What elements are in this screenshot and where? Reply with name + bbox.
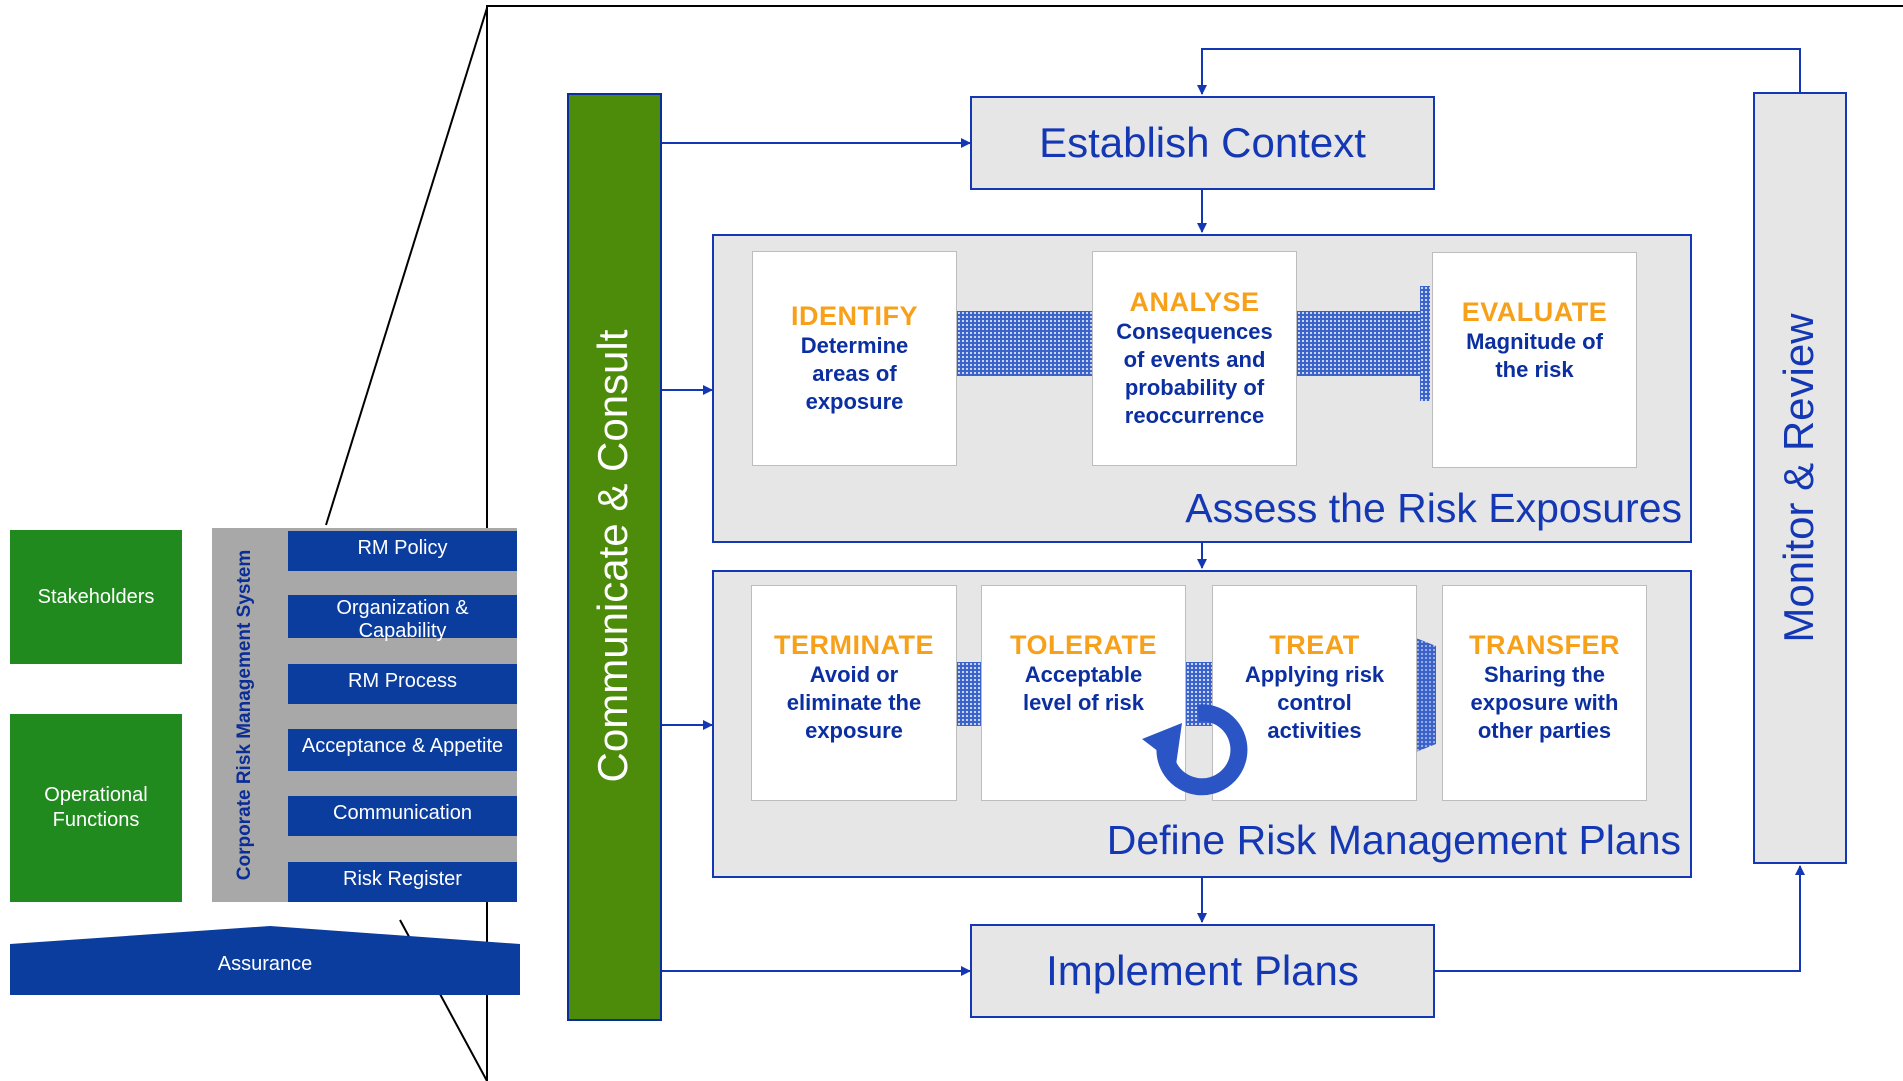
zoom-line-top [325,7,488,526]
item-communication: Communication [288,796,517,836]
plans-panel-title: Define Risk Management Plans [1106,817,1681,863]
assurance-label: Assurance [217,953,313,975]
card-identify: IDENTIFY Determine areas of exposure [752,251,957,466]
arrow-treat-transfer [1416,638,1436,752]
card-tolerate-desc: Acceptable level of risk [1022,662,1145,716]
arrow-implement-to-monitor [1434,865,1805,972]
system-bar [212,528,517,902]
arrow-head-evaluate [1420,286,1430,401]
stakeholders-box: Stakeholders [10,530,182,664]
card-evaluate: EVALUATE Magnitude of the risk [1432,252,1637,468]
communicate-consult-bar [567,93,662,1021]
card-transfer-desc: Sharing the exposure with other parties [1470,662,1619,744]
card-analyse: ANALYSE Consequences of events and proba… [1092,251,1297,466]
item-organization-capability: Organization & Capability [288,595,517,642]
communicate-consult-label: Communicate & Consult [589,329,636,783]
item-rm-process: RM Process [288,664,517,704]
establish-context-box: Establish Context [970,96,1435,190]
card-terminate-title: TERMINATE [774,630,934,660]
item-rm-policy: RM Policy [288,531,517,571]
card-transfer: TRANSFER Sharing the exposure with other… [1442,585,1647,801]
card-evaluate-desc: Magnitude of the risk [1466,329,1603,383]
arrow-monitor-to-establish [1197,48,1801,95]
card-analyse-desc: Consequences of events and probability o… [1116,318,1273,429]
card-terminate: TERMINATE Avoid or eliminate the exposur… [751,585,957,801]
item-risk-register: Risk Register [288,862,517,902]
arrow-analyse-evaluate [1297,311,1429,376]
card-identify-desc: Determine areas of exposure [800,332,909,415]
card-evaluate-title: EVALUATE [1461,297,1608,327]
assurance-shape [10,926,520,995]
implement-plans-box: Implement Plans [970,924,1435,1018]
item-acceptance-appetite: Acceptance & Appetite [288,729,517,771]
card-treat: TREAT Applying risk control activities [1212,585,1417,801]
card-treat-desc: Applying risk control activities [1244,662,1385,744]
arrow-terminate-tolerate [957,662,981,726]
arrow-identify-analyse [957,311,1093,376]
card-transfer-title: TRANSFER [1469,630,1620,660]
cycle-icon [1142,704,1248,796]
card-tolerate-title: TOLERATE [1009,630,1157,660]
card-treat-title: TREAT [1269,630,1360,660]
card-analyse-title: ANALYSE [1129,286,1260,317]
card-tolerate: TOLERATE Acceptable level of risk [981,585,1186,801]
monitor-review-label: Monitor & Review [1775,313,1822,643]
monitor-review-bar [1753,92,1847,864]
operational-functions-box: Operational Functions [10,714,182,902]
card-terminate-desc: Avoid or eliminate the exposure [786,662,922,744]
assess-panel-title: Assess the Risk Exposures [1185,485,1682,531]
card-identify-title: IDENTIFY [790,300,918,331]
